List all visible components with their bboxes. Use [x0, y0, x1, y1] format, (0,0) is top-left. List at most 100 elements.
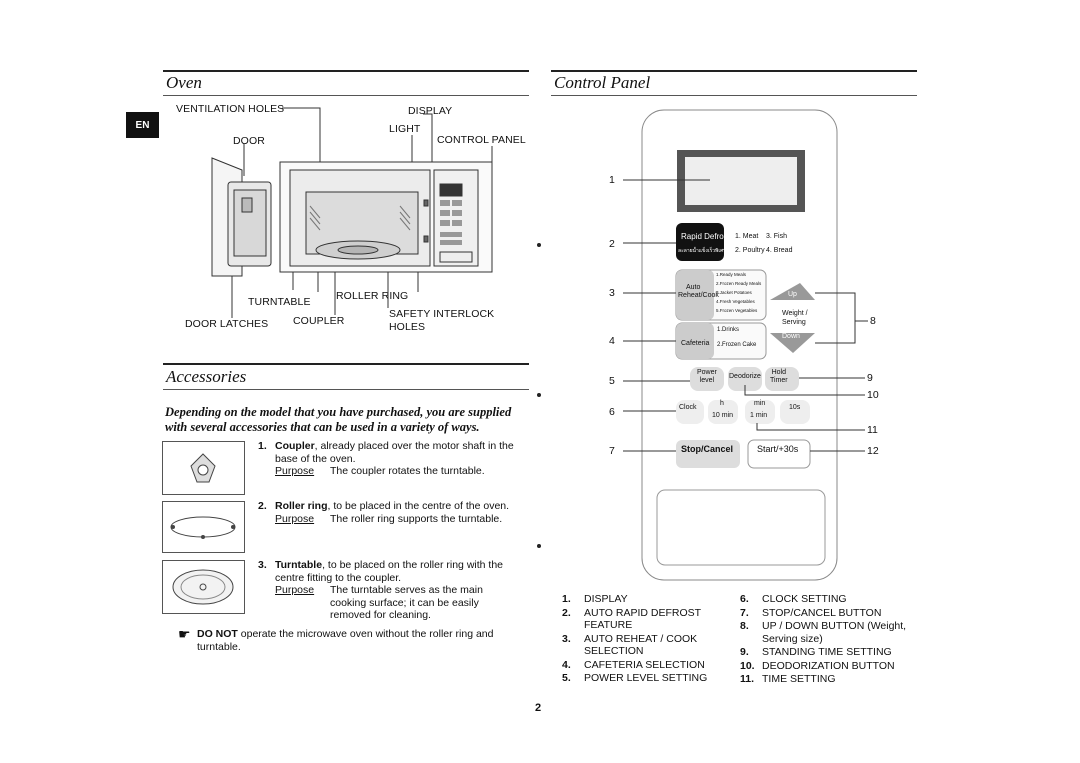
- legend-right: 6. CLOCK SETTING 7.STOP/CANCEL BUTTON 8. U…: [740, 593, 915, 687]
- auto-item: 3.Jacket Potatoes: [716, 290, 752, 295]
- legend-num: 8.: [740, 620, 749, 632]
- up-button[interactable]: Up: [788, 291, 797, 298]
- oven-bottom-rule: [163, 95, 529, 96]
- cafeteria-label[interactable]: Cafeteria: [681, 340, 710, 347]
- hour-button[interactable]: h: [720, 400, 724, 407]
- clock-button[interactable]: Clock: [679, 404, 697, 411]
- legend-num: 1.: [562, 593, 571, 605]
- accessory-num: 1.: [258, 440, 267, 452]
- reheat-cook-label[interactable]: Reheat/Cook: [678, 292, 719, 299]
- callout-12: 12: [867, 445, 879, 457]
- binding-dot: [537, 544, 541, 548]
- turntable-image: [162, 560, 245, 614]
- callout-4: 4: [609, 335, 615, 347]
- down-button[interactable]: Down: [782, 333, 800, 340]
- accessories-title: Accessories: [166, 367, 247, 386]
- power-l1: Power: [697, 369, 717, 376]
- warning-note: DO NOT operate the microwave oven withou…: [197, 628, 527, 654]
- hold-l2: Timer: [770, 377, 788, 384]
- auto-reheat-items: 1.Ready Meals 2.Frozen Ready Meals 3.Jac…: [716, 270, 761, 315]
- page-number: 2: [535, 702, 542, 714]
- deodorize-button[interactable]: Deodorize: [729, 373, 761, 380]
- auto-item: 4.Fresh Vegetables: [716, 299, 755, 304]
- oven-top-rule: [163, 70, 529, 72]
- legend-num: 11.: [740, 673, 755, 685]
- roller-ring-icon: [170, 516, 236, 539]
- defrost-fish: 3. Fish: [766, 233, 788, 240]
- legend-num: 9.: [740, 646, 749, 658]
- label-safety-interlock-holes: HOLES: [389, 321, 426, 333]
- accessory-name: Turntable: [275, 559, 323, 571]
- callout-10: 10: [867, 389, 879, 401]
- label-coupler: COUPLER: [293, 315, 345, 327]
- auto-label[interactable]: Auto: [686, 284, 701, 291]
- defrost-meat: 1. Meat: [735, 233, 759, 240]
- legend-num: 10.: [740, 659, 755, 672]
- accessory-text: , to be placed on the roller ring with t…: [275, 559, 504, 584]
- label-ventilation-holes: VENTILATION HOLES: [176, 103, 285, 115]
- binding-dot: [537, 393, 541, 397]
- accessory-num: 3.: [258, 559, 267, 571]
- accessory-item-1: 1. Coupler, already placed over the moto…: [258, 440, 530, 478]
- rapid-defrost-thai: ละลายน้ำแข็งเร็วพิเศษ: [678, 248, 727, 254]
- legend-item: 3.AUTO REHEAT / COOK SELECTION: [562, 633, 732, 658]
- warning-bold: DO NOT: [197, 628, 238, 640]
- legend-text: POWER LEVEL SETTING: [584, 672, 708, 684]
- callout-5: 5: [609, 375, 615, 387]
- coupler-image: [162, 441, 245, 495]
- callout-11: 11: [867, 424, 878, 436]
- legend-text: CLOCK SETTING: [762, 593, 847, 605]
- hold-l1: Hold: [771, 369, 787, 376]
- accessory-name: Roller ring: [275, 500, 328, 512]
- legend-item: 8. UP / DOWN BUTTON (Weight, Serving size…: [740, 620, 915, 645]
- legend-text: UP / DOWN BUTTON (Weight, Serving size): [762, 620, 907, 645]
- defrost-bread: 4. Bread: [766, 247, 793, 254]
- purpose-text: The roller ring supports the turntable.: [330, 512, 503, 525]
- legend-num: 6.: [740, 593, 749, 605]
- legend-text: STANDING TIME SETTING: [762, 646, 892, 658]
- cafeteria-frozen-cake: 2.Frozen Cake: [717, 342, 757, 348]
- purpose-label: Purpose: [275, 465, 315, 477]
- serving-label: Serving: [782, 319, 806, 326]
- binding-dot: [537, 243, 541, 247]
- ten-min-button[interactable]: 10 min: [712, 412, 734, 419]
- callout-1: 1: [609, 174, 615, 186]
- power-l2: level: [699, 377, 715, 384]
- stop-cancel-button[interactable]: Stop/Cancel: [681, 444, 734, 454]
- label-display: DISPLAY: [408, 105, 453, 117]
- ten-s-button[interactable]: 10s: [789, 404, 801, 411]
- purpose-text: The coupler rotates the turntable.: [330, 465, 485, 477]
- legend-text: AUTO REHEAT / COOK SELECTION: [584, 632, 698, 658]
- callout-7: 7: [609, 445, 615, 457]
- control-panel-bottom-rule: [551, 95, 917, 96]
- callout-8: 8: [870, 315, 876, 327]
- label-turntable: TURNTABLE: [248, 296, 311, 308]
- legend-item: 4.CAFETERIA SELECTION: [562, 659, 732, 672]
- legend-text: AUTO RAPID DEFROST FEATURE: [584, 606, 701, 632]
- legend-item: 6. CLOCK SETTING: [740, 593, 915, 606]
- rapid-defrost-label[interactable]: Rapid Defrost: [681, 232, 730, 241]
- one-min-button[interactable]: 1 min: [750, 412, 768, 419]
- legend-text: DISPLAY: [584, 593, 628, 605]
- label-roller-ring: ROLLER RING: [336, 290, 409, 302]
- coupler-icon: [190, 453, 216, 483]
- callout-9: 9: [867, 372, 873, 384]
- control-panel-top-rule: [551, 70, 917, 72]
- warning-text: operate the microwave oven without the r…: [197, 628, 494, 653]
- legend-item: 2. AUTO RAPID DEFROST FEATURE: [562, 607, 732, 632]
- callout-2: 2: [609, 238, 615, 250]
- cafeteria-drinks: 1.Drinks: [717, 327, 740, 333]
- accessory-num: 2.: [258, 500, 267, 512]
- control-panel-diagram: [623, 109, 868, 581]
- legend-item: 7.STOP/CANCEL BUTTON: [740, 607, 915, 620]
- accessories-bottom-rule: [163, 389, 529, 390]
- label-door-latches: DOOR LATCHES: [185, 318, 269, 330]
- label-safety-interlock: SAFETY INTERLOCK: [389, 308, 495, 320]
- legend-num: 2.: [562, 606, 571, 619]
- callout-6: 6: [609, 406, 615, 418]
- legend-num: 7.: [740, 606, 749, 619]
- legend-text: CAFETERIA SELECTION: [584, 658, 705, 671]
- start-button[interactable]: Start/+30s: [757, 444, 799, 454]
